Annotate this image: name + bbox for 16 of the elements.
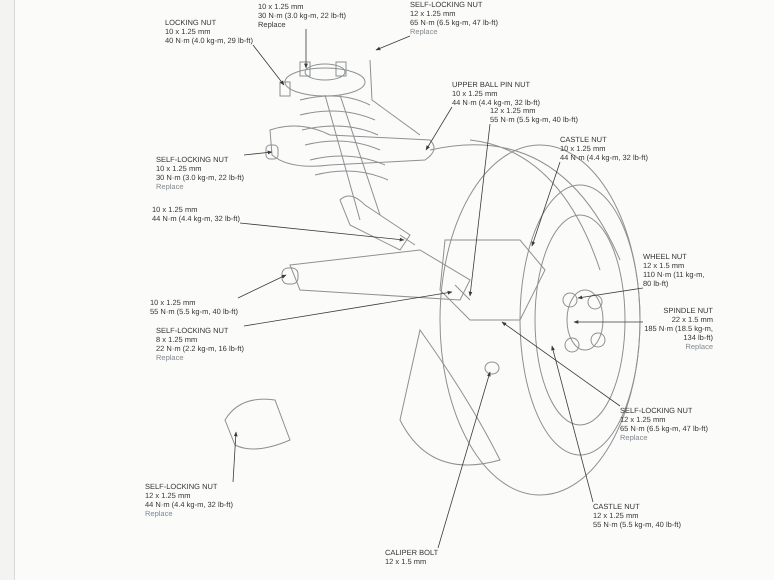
leader-line	[240, 222, 404, 242]
leader-line	[304, 28, 308, 68]
leader-line	[426, 106, 452, 150]
leader-line	[376, 36, 410, 50]
leader-line	[468, 124, 490, 296]
leader-line	[244, 150, 272, 156]
leader-line	[232, 432, 238, 482]
leader-line	[551, 346, 594, 502]
leader-line	[238, 274, 286, 298]
leader-line	[502, 322, 620, 406]
leader-line	[578, 288, 644, 300]
leader-line	[244, 290, 452, 326]
leader-line	[252, 44, 284, 86]
leader-line	[532, 162, 560, 246]
leader-line	[574, 320, 644, 324]
leader-line	[438, 372, 491, 548]
